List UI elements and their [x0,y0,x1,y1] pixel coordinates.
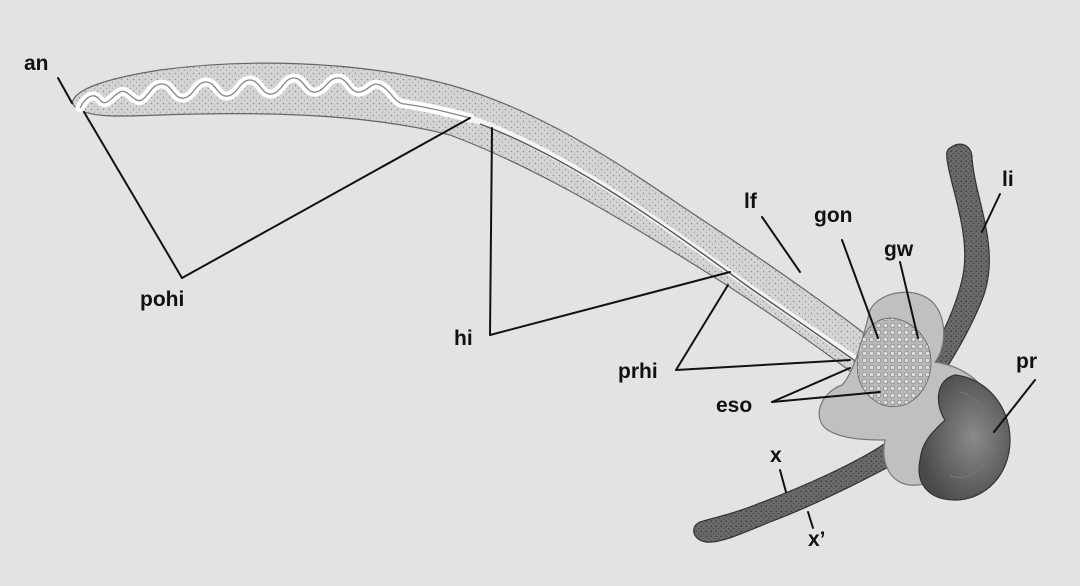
gonad [856,317,932,408]
label-x-prime: x’ [808,528,826,551]
label-eso: eso [716,394,752,417]
label-prhi: prhi [618,360,658,383]
gut-tract-line [479,123,894,389]
gut-coil-outline [79,77,471,119]
label-lf: lf [744,190,758,213]
lower-arm [693,439,899,543]
label-pr: pr [1016,350,1037,373]
label-pohi: pohi [140,288,184,311]
label-an: an [24,52,49,75]
label-hi: hi [454,327,473,350]
pr-bulb-inner [949,391,993,478]
label-gon: gon [814,204,852,227]
label-x: x [770,444,782,467]
trunk-body [71,62,906,393]
label-li: li [1002,168,1014,191]
leader-lines [57,77,1036,529]
label-gw: gw [884,238,914,261]
